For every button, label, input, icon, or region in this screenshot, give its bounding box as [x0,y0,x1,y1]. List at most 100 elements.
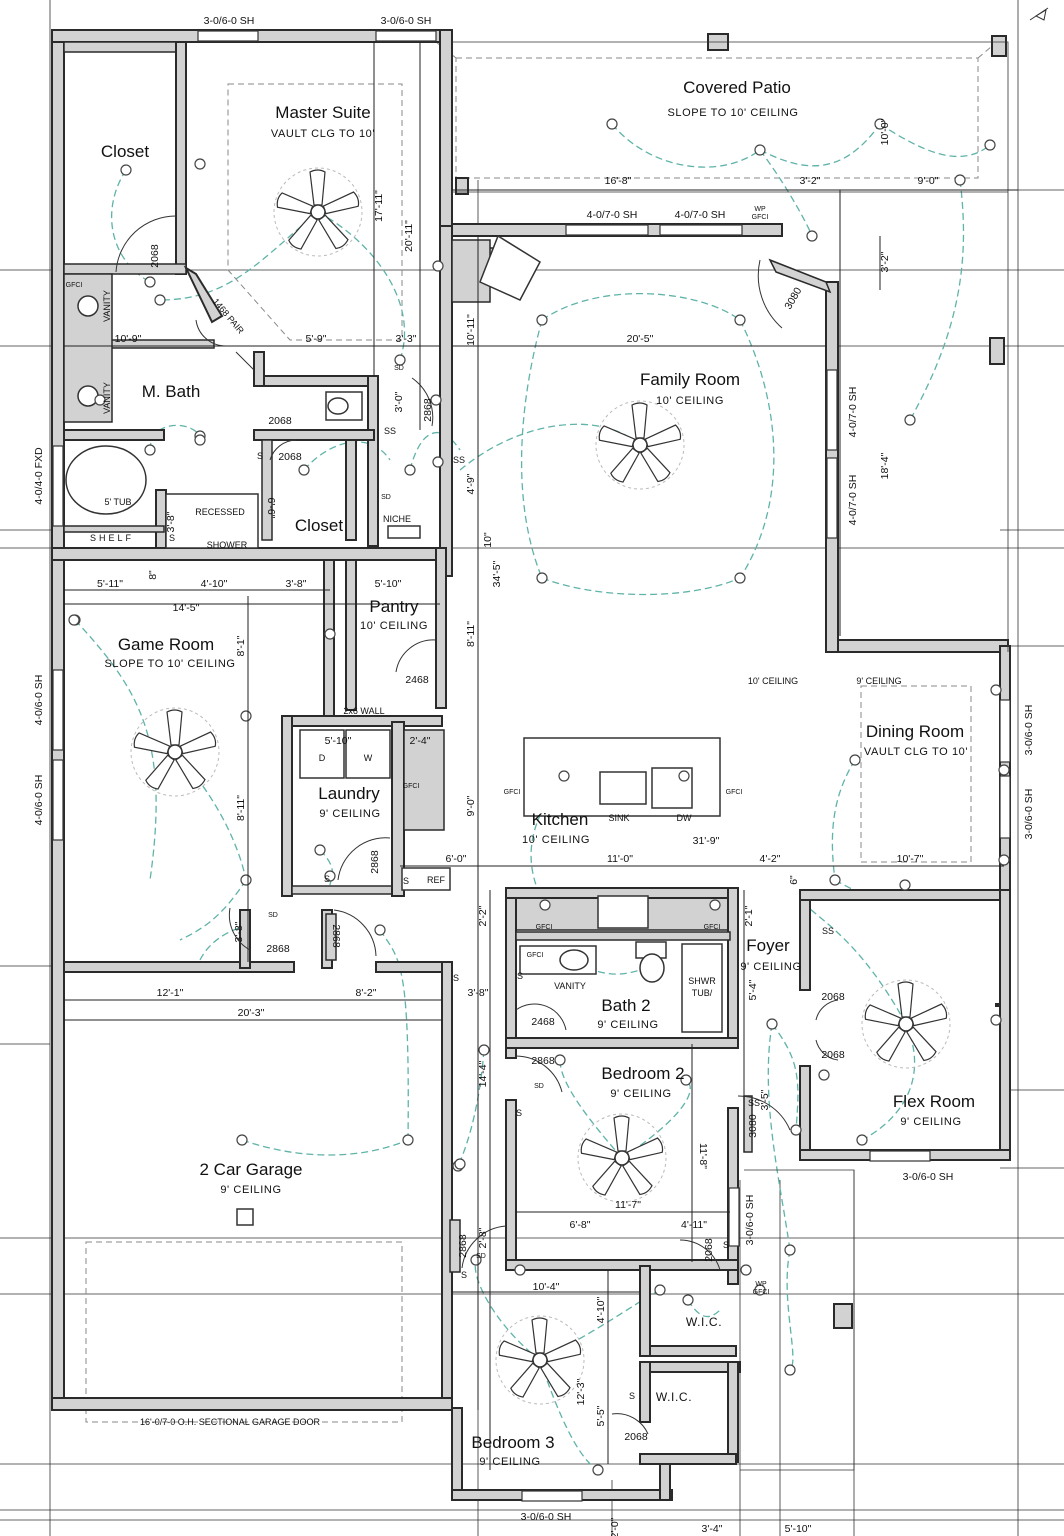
label-s-7: S [629,1391,635,1401]
room-bath-2: Bath 2 [601,996,650,1015]
door-bed2: 2868 [531,1055,555,1067]
dim-5-10b: 5'-10" [325,735,352,747]
door-entry: 3080 [747,1114,759,1138]
dim-3-8c: 3'-8" [233,921,245,942]
label-ceiling-10: 10' CEILING [748,676,798,686]
dim-10-9: 10'-9" [115,333,142,345]
label-vanity-bath2: VANITY [554,981,586,991]
door-bath2: 2468 [531,1016,555,1028]
dim-3-0: 3'-0" [393,391,405,412]
light-fixture-icon [899,879,911,891]
label-sd-1: SD [394,365,404,372]
label-wp-patio: WP [754,206,766,213]
room-dining-room: Dining Room [866,722,964,741]
label-s-2: S [169,533,175,543]
light-fixture-icon [324,870,336,882]
light-fixture-icon [194,158,206,170]
label-gfci-kitchen-r: GFCI [726,789,743,796]
door-closet: 2068 [149,244,161,268]
room-pantry: Pantry [369,597,419,616]
light-fixture-icon [984,139,996,151]
room-laundry: Laundry [318,784,380,803]
label-s-1: S [257,451,263,461]
label-s-10: S [723,1240,729,1250]
room-covered-patio: Covered Patio [683,78,791,97]
room-garage-ceiling: 9' CEILING [220,1184,281,1196]
light-fixture-icon [514,1264,526,1276]
dim-10-4: 10'-4" [533,1281,560,1293]
light-fixture-icon [430,394,442,406]
dim-20-3: 20'-3" [238,1007,265,1019]
dim-6: 6" [788,875,800,885]
label-gfci-bath2: GFCI [527,952,544,959]
light-fixture-icon [240,874,252,886]
compass-icon [1029,7,1049,21]
windows [52,30,1011,1502]
dim-14-5: 14'-5" [173,602,200,614]
light-fixture-icon [754,144,766,156]
light-fixture-icon [654,1284,666,1296]
door-flex-1: 2068 [821,991,845,1003]
dim-9-0b: 9'-0" [465,795,477,816]
label-gfci-counter-l: GFCI [536,924,553,931]
light-fixture-icon [784,1364,796,1376]
door-bath-wc: 2868 [422,398,434,422]
window-bed2: 3-0/6-0 SH [744,1195,756,1246]
label-ss-3: SS [748,1098,760,1108]
light-fixture-icon [404,464,416,476]
light-fixture-icon [94,394,106,406]
dim-8-11: 8'-11" [465,621,477,647]
window-labels: 3-0/6-0 SH 3-0/6-0 SH 4-0/7-0 SH 4-0/7-0… [33,15,1035,1523]
dim-5-9: 5'-9" [306,333,327,345]
label-niche: NICHE [383,514,411,524]
light-fixture-icon [998,764,1010,776]
dim-3-2: 3'-2" [800,175,821,187]
label-vanity-1: VANITY [102,290,112,322]
door-garage: 2868 [330,924,342,948]
light-fixture-icon [678,770,690,782]
label-ceiling-9: 9' CEILING [856,676,901,686]
light-fixture-icon [314,844,326,856]
light-fixture-icon [298,464,310,476]
label-sd-5: SD [476,1253,486,1260]
dim-20-5: 20'-5" [627,333,654,345]
label-gfci-patio: GFCI [752,214,769,221]
room-bedroom-3: Bedroom 3 [471,1433,554,1452]
door-wic1: 2068 [703,1238,715,1262]
window-top-2: 3-0/6-0 SH [381,15,432,27]
light-fixture-icon [402,1134,414,1146]
label-garage-door: 16'-0/7-0 O.H. SECTIONAL GARAGE DOOR [140,1417,320,1427]
dim-12-3: 12'-3" [575,1378,587,1405]
dim-14-4: 14'-4" [477,1060,489,1087]
label-gfci-laundry: GFCI [403,783,420,790]
dim-5-5: 5'-5" [595,1405,607,1426]
dim-2-0: 2'-0" [609,1517,621,1536]
dim-16-8: 16'-8" [605,175,632,187]
dim-6-8: 6'-8" [570,1219,591,1231]
dim-11-8: 11'-8" [697,1143,709,1169]
room-master-suite-ceiling: VAULT CLG TO 10' [271,128,375,140]
room-wic-1: W.I.C. [686,1315,722,1329]
label-s-9: S [403,876,409,886]
door-patio: 3080 [782,285,804,311]
light-fixture-icon [856,1134,868,1146]
light-fixture-icon [829,874,841,886]
door-wic2: 2068 [624,1431,648,1443]
dim-11-7: 11'-7" [615,1199,641,1211]
light-fixture-icon [144,444,156,456]
light-fixture-icon [818,1069,830,1081]
label-shower-2: SHOWER [207,540,248,550]
light-fixture-icon [236,1134,248,1146]
window-patio-1: 4-0/7-0 SH [587,209,638,221]
label-2x6-wall: 2x6 WALL [343,706,384,716]
room-family-room-ceiling: 10' CEILING [656,395,724,407]
light-fixture-icon [734,572,746,584]
dim-12-1: 12'-1" [157,987,184,999]
label-gfci-front: GFCI [753,1289,770,1296]
label-sd-4: SD [534,1083,544,1090]
dim-10-7: 10'-7" [897,853,924,865]
room-kitchen-ceiling: 10' CEILING [522,834,590,846]
label-tub: 5' TUB [104,497,131,507]
dim-3-8b: 3'-8" [165,511,177,532]
